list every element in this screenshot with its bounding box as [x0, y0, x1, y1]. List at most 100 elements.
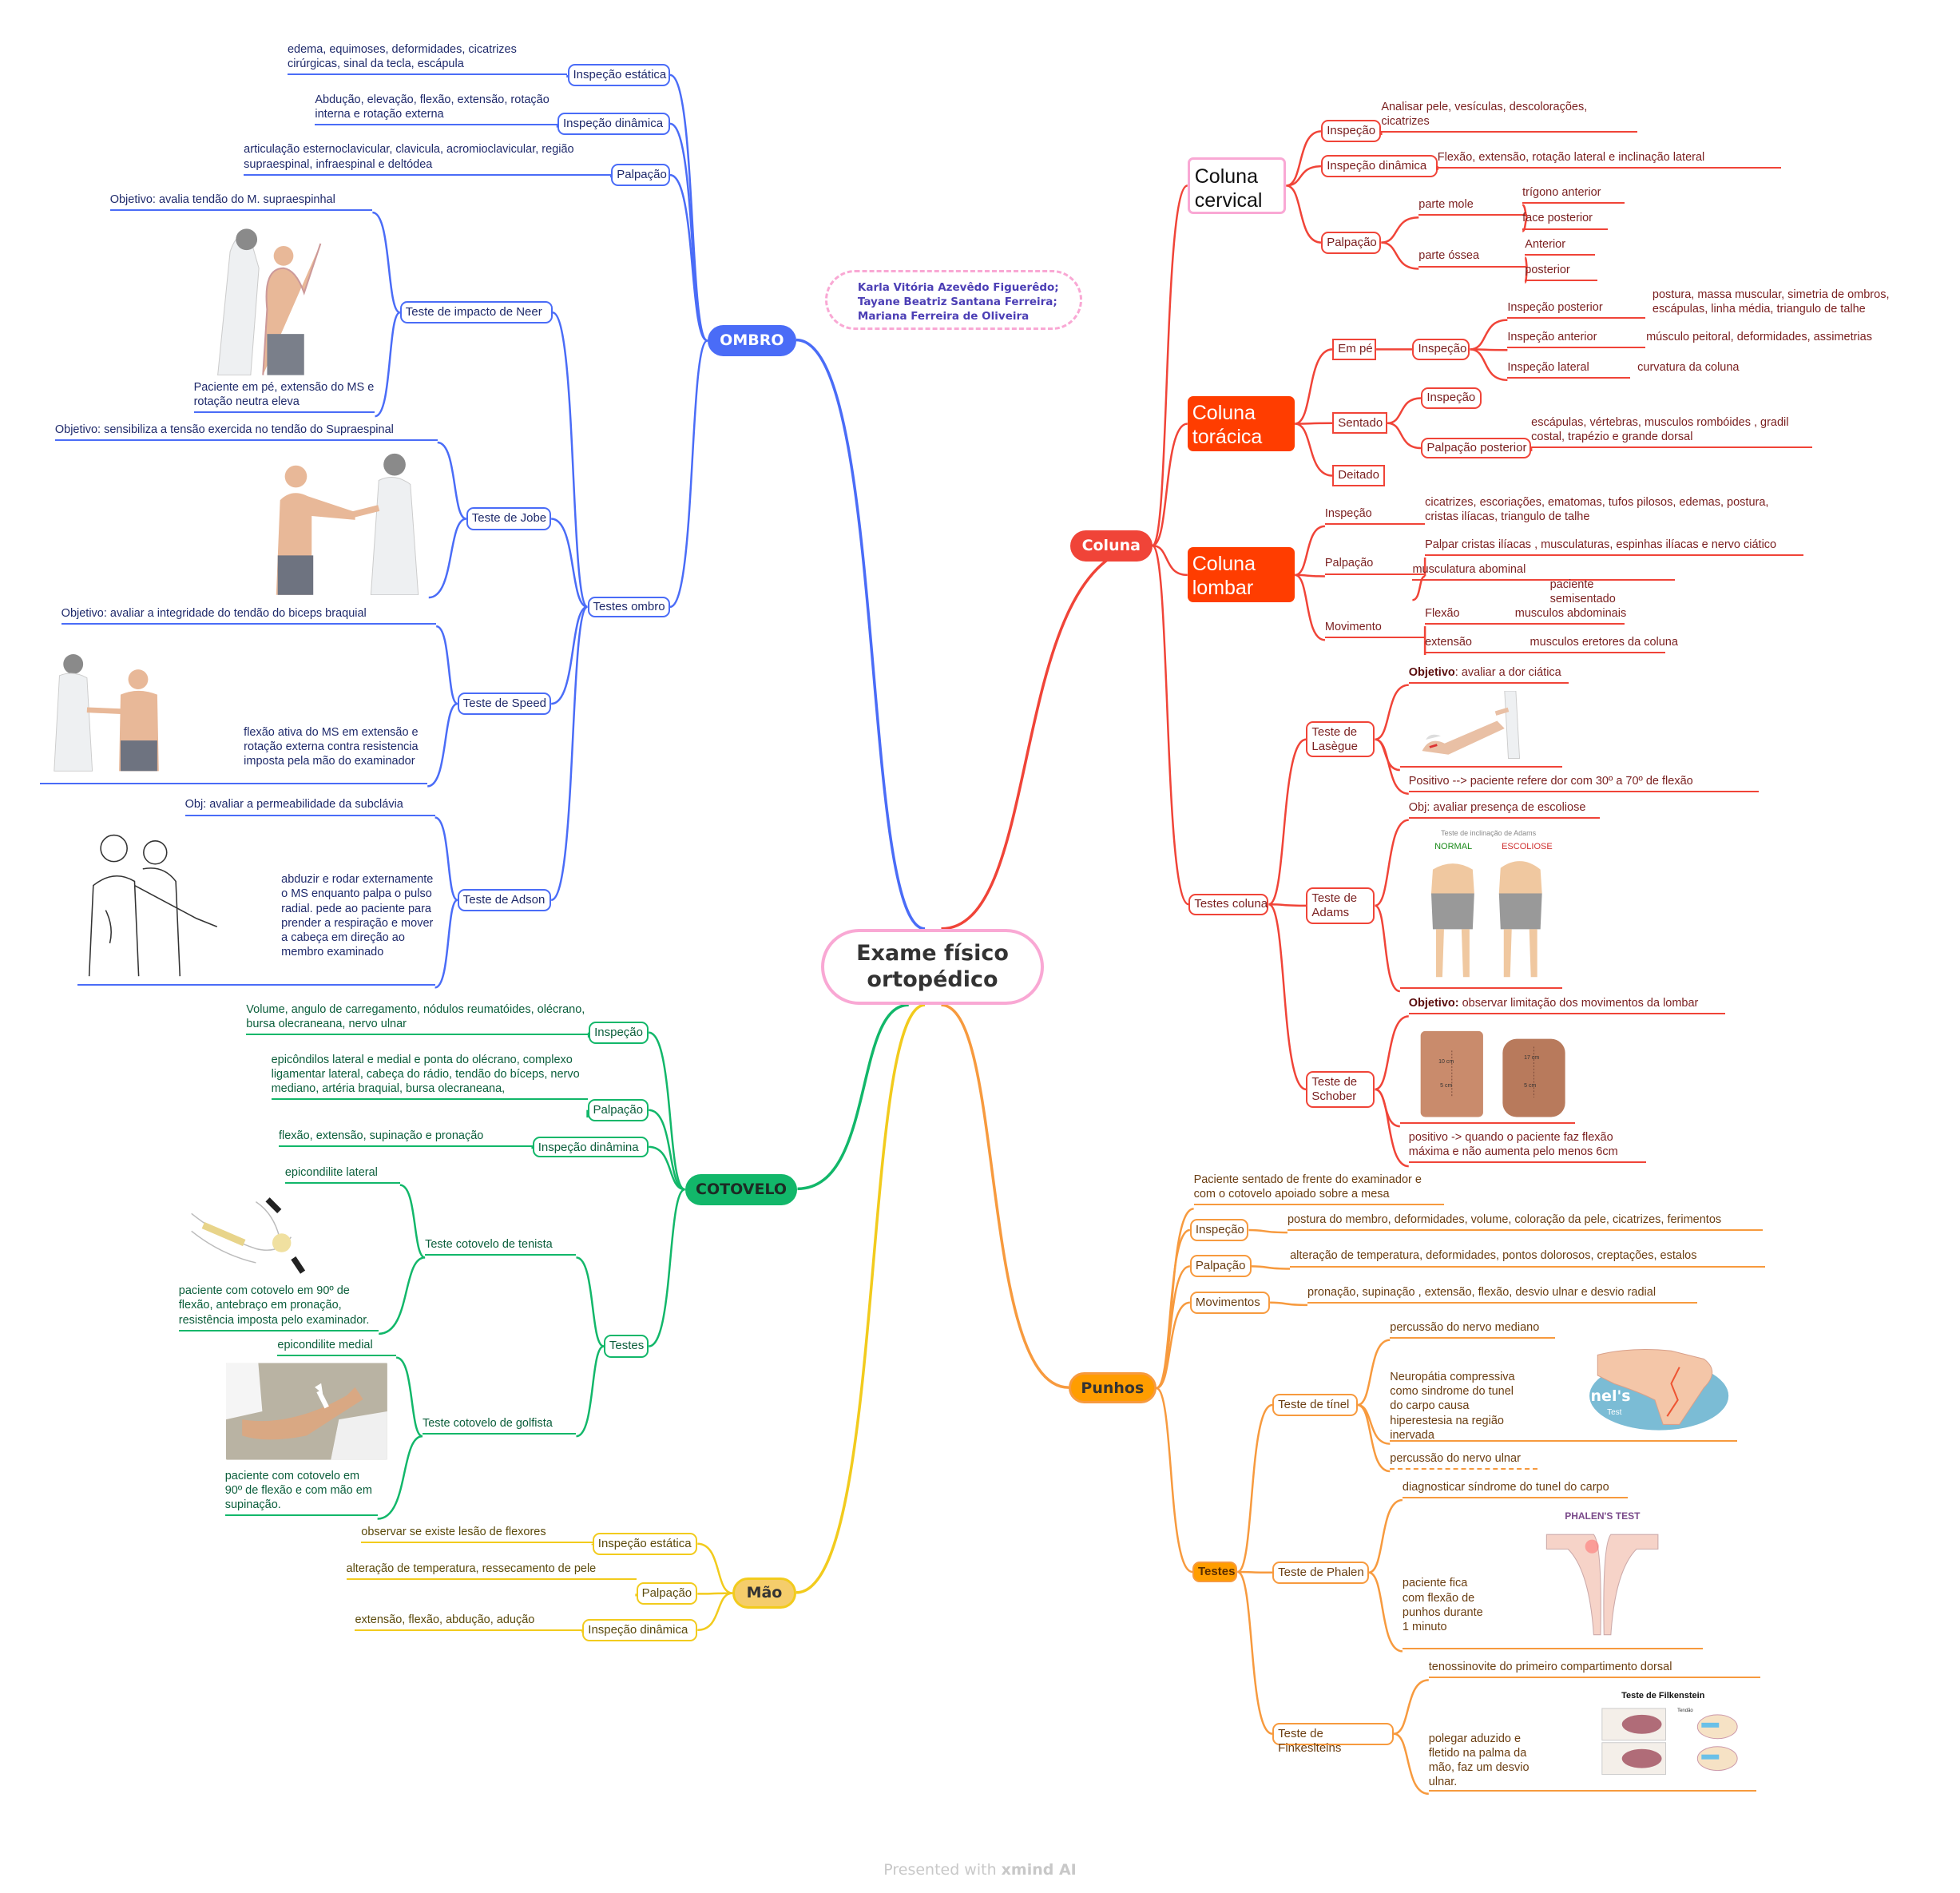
- toracica-deitado[interactable]: Deitado: [1332, 465, 1385, 486]
- topic-punhos[interactable]: Punhos: [1069, 1372, 1157, 1404]
- golfista-epicondilite-medial: epicondilite medial: [277, 1338, 397, 1356]
- teste-neer[interactable]: Teste de impacto de Neer: [399, 301, 553, 324]
- topic-mao[interactable]: Mão: [732, 1578, 796, 1609]
- cervical-inspecao-dinamica[interactable]: Inspeção dinâmica: [1321, 155, 1438, 178]
- cotovelo-inspecao[interactable]: Inspeção: [589, 1021, 649, 1044]
- cervical-inspecao[interactable]: Inspeção: [1321, 120, 1382, 143]
- palpacao-posterior-text: escápulas, vértebras, musculos rombóides…: [1531, 415, 1813, 448]
- cotovelo-palpacao[interactable]: Palpação: [587, 1098, 649, 1121]
- phalen-image-title: PHALEN'S TEST: [1565, 1510, 1641, 1522]
- punhos-movimentos[interactable]: Movimentos: [1189, 1291, 1271, 1314]
- punhos-inspecao[interactable]: Inspeção: [1189, 1218, 1249, 1242]
- lombar-flexao-text: musculos abdominais: [1514, 607, 1627, 621]
- connector-l-fin-1: [1393, 1679, 1429, 1735]
- inspecao-anterior[interactable]: Inspeção anterior: [1507, 330, 1645, 349]
- lombar-palpacao[interactable]: Palpação: [1324, 556, 1426, 575]
- connector-l-ten-txt: [379, 1256, 426, 1335]
- connector-n-tor-se-in: [1387, 397, 1422, 425]
- coluna-testes[interactable]: Testes coluna: [1188, 893, 1269, 915]
- teste-phalen[interactable]: Teste de Phalen: [1272, 1561, 1369, 1584]
- punhos-testes[interactable]: Testes: [1192, 1561, 1238, 1583]
- golfer-elbow-image: [226, 1363, 388, 1460]
- connector-n-jobe: [550, 518, 588, 609]
- connector-n-col-te: [1151, 544, 1189, 906]
- connector-n-om-pa: [669, 173, 708, 342]
- ombro-palpacao[interactable]: Palpação: [611, 164, 670, 187]
- connector-n-lom-mo: [1294, 573, 1326, 641]
- coluna-lombar[interactable]: Coluna lombar: [1187, 547, 1295, 603]
- schober-test-image: 10 cm 5 cm 17 cm 5 cm: [1416, 1027, 1573, 1121]
- connector-l-pun-intro: [1156, 1208, 1194, 1390]
- lombar-flexao[interactable]: Flexão: [1425, 606, 1625, 625]
- watermark-brand: xmind AI: [1001, 1861, 1077, 1879]
- topic-cotovelo[interactable]: COTOVELO: [684, 1173, 798, 1205]
- ombro-inspecao-dinamica[interactable]: Inspeção dinâmica: [557, 112, 670, 135]
- connector-n-cv-id: [1286, 165, 1322, 187]
- neer-objetivo: Objetivo: avalia tendão do M. supraespin…: [109, 192, 373, 212]
- mao-palpacao[interactable]: Palpação: [636, 1582, 698, 1605]
- inspecao-lateral[interactable]: Inspeção lateral: [1507, 360, 1630, 379]
- connector-ombro: [796, 338, 926, 931]
- connector-n-lom: [1152, 544, 1188, 577]
- toracica-em-pe[interactable]: Em pé: [1332, 339, 1377, 360]
- coluna-toracica[interactable]: Coluna torácica: [1187, 396, 1295, 451]
- authors-callout[interactable]: Karla Vitória Azevêdo Figuerêdo; Tayane …: [824, 270, 1083, 331]
- toracica-sentado[interactable]: Sentado: [1332, 412, 1388, 435]
- teste-finkelstein[interactable]: Teste de Finkeslteins: [1272, 1722, 1394, 1755]
- author-name: Mariana Ferreira de Oliveira: [857, 310, 1030, 323]
- connector-n-tor-pe: [1295, 348, 1333, 425]
- ombro-testes[interactable]: Testes ombro: [587, 596, 670, 618]
- connector-n-tor-se-pp: [1387, 422, 1422, 450]
- connector-l-pha-line: [1368, 1571, 1403, 1653]
- teste-cotovelo-tenista[interactable]: Teste cotovelo de tenista: [425, 1237, 577, 1256]
- schober-mark: 5 cm: [1440, 1083, 1453, 1089]
- topic-coluna[interactable]: Coluna: [1069, 530, 1153, 562]
- mao-inspecao-dinamica[interactable]: Inspeção dinâmica: [582, 1618, 698, 1641]
- teste-jobe[interactable]: Teste de Jobe: [466, 507, 552, 530]
- lombar-inspecao[interactable]: Inspeção: [1324, 506, 1426, 525]
- connector-n-om-id: [669, 122, 708, 342]
- teste-speed[interactable]: Teste de Speed: [457, 693, 552, 716]
- inspecao-posterior-text: postura, massa muscular, simetria de omb…: [1652, 288, 1890, 316]
- connector-l-jobe-obj: [437, 441, 467, 520]
- sentado-inspecao[interactable]: Inspeção: [1421, 387, 1482, 409]
- connector-n-adams: [1268, 903, 1307, 907]
- lombar-movimento[interactable]: Movimento: [1324, 620, 1426, 639]
- toracica-em-pe-inspecao[interactable]: Inspeção: [1412, 339, 1470, 360]
- cervical-trigono-anterior: trígono anterior: [1522, 185, 1625, 204]
- schober-mark: 10 cm: [1438, 1059, 1454, 1066]
- lombar-extensao[interactable]: extensão: [1425, 635, 1665, 654]
- punhos-palpacao[interactable]: Palpação: [1189, 1255, 1252, 1278]
- connector-n-mao-ie: [697, 1542, 733, 1594]
- teste-cotovelo-golfista[interactable]: Teste cotovelo de golfista: [422, 1416, 577, 1435]
- inspecao-posterior[interactable]: Inspeção posterior: [1507, 300, 1645, 319]
- teste-tinel[interactable]: Teste de tínel: [1272, 1393, 1358, 1417]
- cotovelo-testes[interactable]: Testes: [603, 1335, 649, 1358]
- teste-adams[interactable]: Teste de Adams: [1306, 887, 1375, 924]
- root-topic[interactable]: Exame físico ortopédico: [821, 928, 1044, 1006]
- mao-inspecao-estatica[interactable]: Inspeção estática: [592, 1532, 698, 1555]
- connector-n-fink: [1236, 1570, 1273, 1735]
- teste-adson[interactable]: Teste de Adson: [457, 888, 552, 911]
- coluna-cervical[interactable]: Coluna cervical: [1187, 157, 1287, 214]
- connector-n-tor-ip: [1470, 319, 1508, 351]
- tinel-test-image: Tinel's Test: [1569, 1343, 1741, 1433]
- lombar-musculatura-abdominal[interactable]: musculatura abominal: [1412, 562, 1676, 581]
- connector-cotovelo: [797, 1003, 909, 1191]
- cervical-parte-mole[interactable]: parte mole: [1418, 197, 1528, 216]
- connector-n-adson: [550, 605, 589, 902]
- ombro-inspecao-estatica[interactable]: Inspeção estática: [567, 63, 670, 86]
- tenista-descricao: paciente com cotovelo em 90º de flexão, …: [178, 1284, 379, 1331]
- cervical-palpacao[interactable]: Palpação: [1321, 231, 1382, 254]
- cotovelo-inspecao-dinamica[interactable]: Inspeção dinâmina: [532, 1136, 649, 1158]
- connector-n-speed: [550, 605, 588, 705]
- author-name: Tayane Beatriz Santana Ferreira;: [857, 296, 1057, 309]
- teste-schober[interactable]: Teste de Schober: [1306, 1071, 1375, 1108]
- cervical-parte-ossea[interactable]: parte óssea: [1418, 248, 1528, 268]
- schober-positivo: positivo -> quando o paciente faz flexão…: [1408, 1130, 1647, 1163]
- adams-image-caption: Teste de inclinação de Adams: [1441, 828, 1537, 837]
- adams-test-image: Teste de inclinação de Adams NORMAL ESCO…: [1425, 829, 1553, 982]
- topic-ombro[interactable]: OMBRO: [707, 324, 796, 357]
- sentado-palpacao-posterior[interactable]: Palpação posterior: [1421, 437, 1532, 459]
- teste-lasegue[interactable]: Teste de Lasègue: [1306, 721, 1375, 758]
